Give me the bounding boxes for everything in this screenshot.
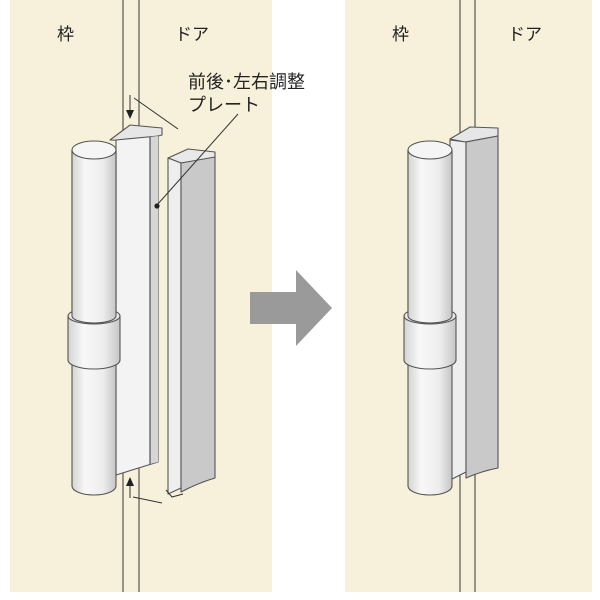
adjustment-plate-bottom-hook — [165, 489, 184, 498]
right-barrel-band — [403, 315, 457, 370]
right-plate-front — [465, 135, 499, 479]
right-barrel-upper — [407, 149, 453, 324]
adjustment-plate-side — [167, 157, 182, 495]
top-insert-guide-line — [133, 97, 179, 130]
right-hinge-barrel — [403, 140, 457, 496]
left-door-label: ドア — [175, 25, 209, 45]
left-hinge-barrel — [67, 140, 121, 496]
right-door-label: ドア — [508, 25, 542, 45]
left-hinge-leaf-edge — [150, 136, 158, 464]
left-frame-label: 枠 — [57, 25, 74, 45]
right-panel: 枠 ドア — [345, 0, 592, 592]
top-insert-arrow — [126, 95, 179, 130]
left-barrel-band — [67, 315, 121, 370]
adjustment-plate-front — [180, 156, 216, 493]
transition-arrow — [250, 270, 332, 346]
left-panel: 枠 ドア 前後･左右調整 プレート — [10, 0, 305, 592]
right-frame-label: 枠 — [392, 25, 409, 45]
bottom-insert-arrow — [126, 477, 163, 504]
left-barrel-top-cap — [71, 140, 117, 160]
plate-callout: 前後･左右調整 プレート — [154, 72, 305, 209]
plate-callout-line2: プレート — [188, 95, 260, 116]
left-barrel-upper — [71, 149, 117, 324]
plate-callout-dot — [154, 203, 160, 209]
plate-callout-line1: 前後･左右調整 — [188, 72, 305, 93]
right-leaf-with-plate — [449, 126, 499, 481]
right-barrel-top-cap — [407, 140, 453, 160]
bottom-insert-arrow-head — [126, 477, 134, 486]
top-insert-arrow-head — [126, 110, 134, 119]
left-hinge-leaf — [109, 124, 163, 476]
bottom-insert-guide-line — [132, 496, 163, 504]
plate-callout-leader-line — [156, 113, 239, 206]
adjustment-plate — [165, 148, 216, 498]
